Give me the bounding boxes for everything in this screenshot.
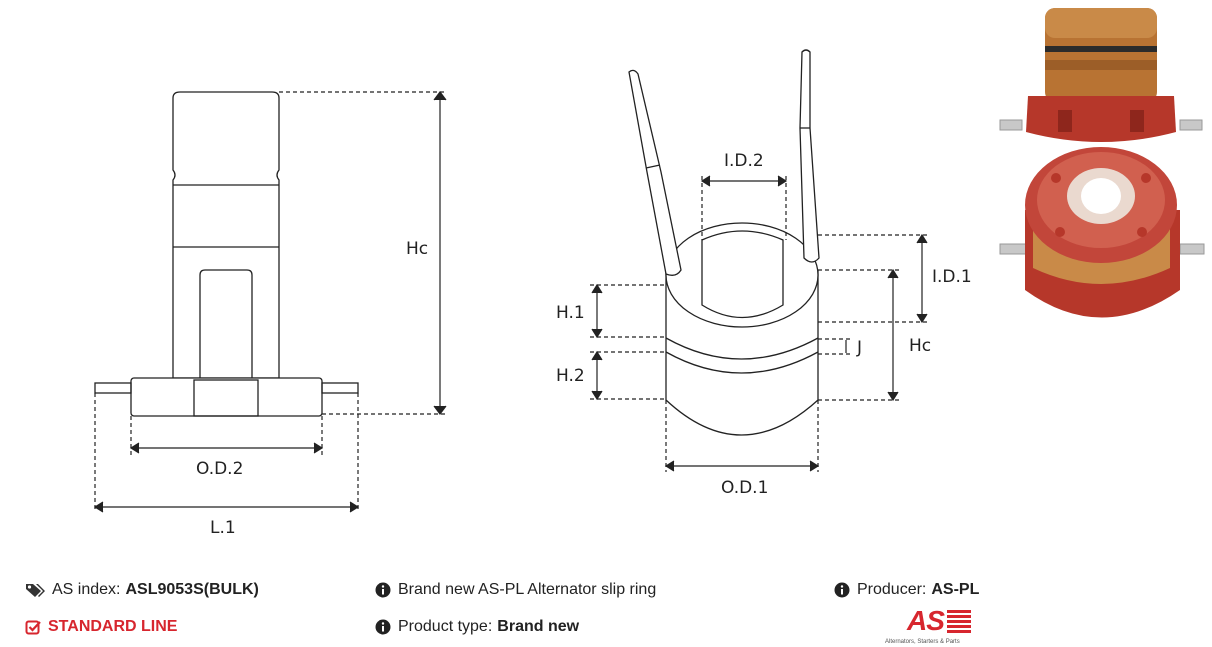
producer-line: Producer: AS-PL xyxy=(834,580,979,600)
as-index-line: AS index: ASL9053S(BULK) xyxy=(25,580,259,600)
logo-bars xyxy=(947,610,971,635)
side-view-drawing xyxy=(94,91,359,417)
as-index-label: AS index: xyxy=(52,581,121,598)
logo-tagline: Alternators, Starters & Parts xyxy=(885,639,960,645)
product-type-line: Product type: Brand new xyxy=(375,617,579,637)
description-line: Brand new AS-PL Alternator slip ring xyxy=(375,580,656,600)
standard-line-label: STANDARD LINE xyxy=(48,618,178,635)
label-h2: H.2 xyxy=(556,366,585,386)
cylinder-view-dimensions xyxy=(590,175,930,472)
standard-line-badge: STANDARD LINE xyxy=(25,617,177,637)
label-od2: O.D.2 xyxy=(196,459,243,479)
description-text: Brand new AS-PL Alternator slip ring xyxy=(398,581,657,598)
as-index-value: ASL9053S(BULK) xyxy=(125,581,259,598)
label-j: J xyxy=(856,338,862,358)
label-id2: I.D.2 xyxy=(724,151,764,171)
technical-drawings: Hc O.D.2 L.1 xyxy=(93,8,1205,538)
info-circle-icon xyxy=(375,619,391,635)
label-l1: L.1 xyxy=(210,518,236,538)
label-id1: I.D.1 xyxy=(932,267,972,287)
side-view-dimensions xyxy=(93,91,447,513)
as-pl-logo: AS Alternators, Starters & Parts xyxy=(885,607,995,647)
product-type-label: Product type: xyxy=(398,618,493,635)
label-h1: H.1 xyxy=(556,303,585,323)
label-hc-left: Hc xyxy=(406,239,428,259)
product-photo-top xyxy=(999,147,1205,318)
product-type-value: Brand new xyxy=(497,618,580,635)
info-circle-icon xyxy=(375,582,391,598)
logo-mark: AS xyxy=(907,605,945,636)
label-hc-right: Hc xyxy=(909,336,931,356)
producer-label: Producer: xyxy=(857,581,927,598)
check-square-icon xyxy=(25,620,41,635)
tags-icon xyxy=(26,584,45,597)
producer-value: AS-PL xyxy=(931,581,980,598)
cylinder-view-drawing xyxy=(628,49,820,436)
label-od1: O.D.1 xyxy=(721,478,768,498)
product-photo-side xyxy=(999,8,1203,142)
info-circle-icon xyxy=(834,582,850,598)
